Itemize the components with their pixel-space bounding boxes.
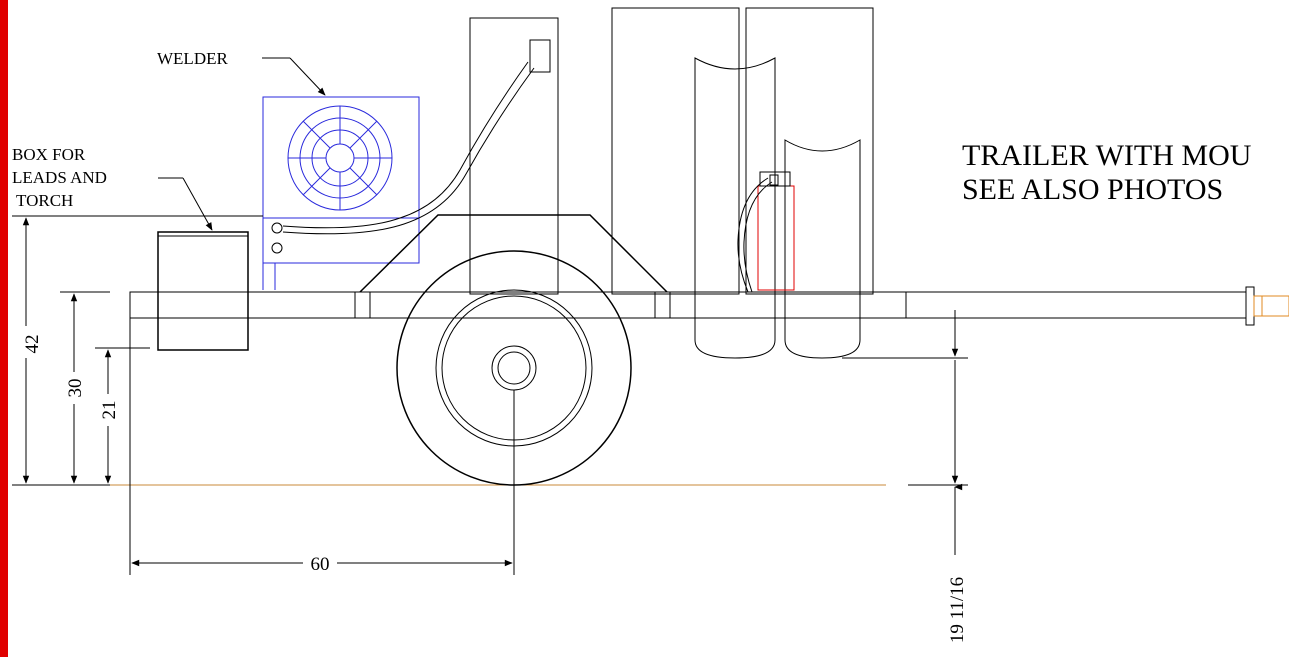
- dim-19-11-16: 19 11/16: [947, 577, 968, 643]
- title-line-1: TRAILER WITH MOU: [962, 139, 1252, 172]
- title-line-2: SEE ALSO PHOTOS: [962, 173, 1223, 206]
- box-label-line-3: TORCH: [16, 191, 73, 210]
- leaders: [158, 57, 326, 231]
- dim-30: 30: [65, 379, 86, 398]
- welding-hose: [282, 61, 529, 229]
- welder-label: WELDER: [157, 49, 228, 68]
- dim-21: 21: [99, 401, 120, 420]
- box-label-line-1: BOX FOR: [12, 145, 86, 164]
- lead-box: [157, 231, 249, 351]
- hitch: [1245, 286, 1289, 326]
- box-label-line-2: LEADS AND: [12, 168, 107, 187]
- welder-unit: [262, 96, 420, 290]
- trailer-frame: [129, 214, 1247, 319]
- cylinders: [469, 7, 874, 359]
- dimensions: [12, 215, 968, 575]
- dim-60: 60: [311, 554, 330, 575]
- sheet-border: [0, 0, 8, 657]
- dim-42: 42: [22, 335, 43, 354]
- fire-extinguisher: [737, 171, 795, 293]
